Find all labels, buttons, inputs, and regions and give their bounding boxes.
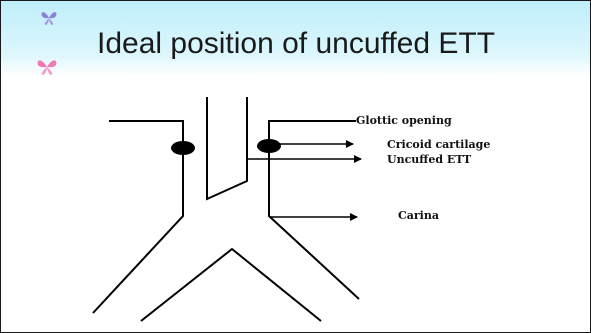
label-glottic-opening: Glottic opening (356, 114, 452, 127)
butterfly-pink-icon (35, 57, 59, 77)
butterfly-blue-icon (39, 9, 59, 27)
carina-branch (141, 249, 321, 321)
slide-title: Ideal position of uncuffed ETT (97, 27, 495, 61)
label-cricoid-cartilage: Cricoid cartilage (387, 138, 490, 151)
label-uncuffed-ett: Uncuffed ETT (387, 153, 471, 166)
uncuffed-ett (207, 97, 247, 199)
trachea-left-wall (93, 121, 183, 313)
trachea-right-wall (269, 121, 359, 299)
cricoid-right-oval (257, 139, 281, 153)
cricoid-left-oval (171, 141, 195, 155)
label-carina: Carina (398, 209, 439, 222)
